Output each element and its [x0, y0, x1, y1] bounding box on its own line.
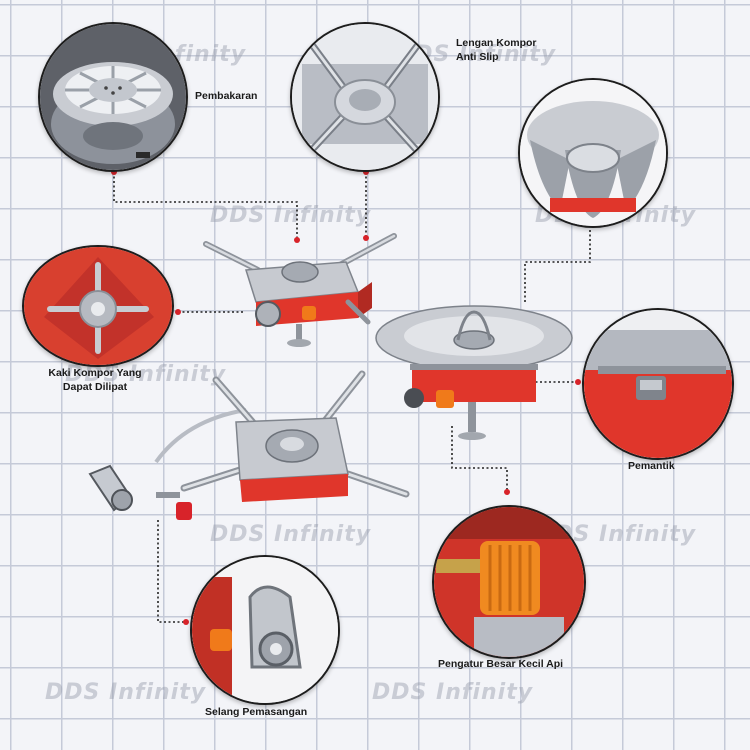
hose-stove-illustration — [88, 370, 410, 520]
folding-legs-label-line1: Kaki Kompor Yang — [48, 367, 142, 379]
hose-detail-circle — [190, 555, 340, 705]
burner-label: Pembakaran — [195, 90, 258, 102]
burner-detail-circle — [38, 22, 188, 172]
flame-regulator-detail-circle — [432, 505, 586, 659]
regulator-knob-illustration — [434, 507, 584, 657]
anti-slip-arm-label: Lengan Kompor Anti Slip — [456, 36, 537, 64]
folding-legs-illustration — [24, 247, 172, 365]
compact-stove-illustration — [203, 233, 397, 347]
windshield-stove-illustration — [375, 305, 573, 440]
compact-stove-product — [198, 222, 400, 350]
anti-slip-arm-label-line1: Lengan Kompor — [456, 37, 537, 49]
igniter-illustration — [584, 310, 732, 458]
hose-stove-product — [86, 370, 414, 538]
windshield-detail-circle — [518, 78, 668, 228]
stove-arm-illustration — [292, 24, 438, 170]
igniter-detail-circle — [582, 308, 734, 460]
watermark: DDS Infinity — [372, 680, 534, 705]
folding-legs-detail-circle — [22, 245, 174, 367]
flame-regulator-label: Pengatur Besar Kecil Api — [438, 658, 564, 670]
burner-illustration — [40, 24, 186, 170]
anti-slip-arm-label-line2: Anti Slip — [456, 51, 499, 63]
watermark: DDS Infinity — [210, 522, 372, 547]
folding-legs-label-line2: Dapat Dilipat — [62, 381, 128, 393]
watermark: DDS Infinity — [210, 203, 372, 228]
hose-label: Selang Pemasangan — [205, 706, 308, 718]
windshield-stove-product — [372, 298, 576, 450]
watermark: DDS Infinity — [45, 680, 207, 705]
folding-legs-label: Kaki Kompor Yang Dapat Dilipat — [20, 366, 170, 394]
hose-connector-illustration — [192, 557, 338, 703]
anti-slip-arm-detail-circle — [290, 22, 440, 172]
windshield-illustration — [520, 80, 666, 226]
igniter-label: Pemantik — [628, 460, 675, 472]
